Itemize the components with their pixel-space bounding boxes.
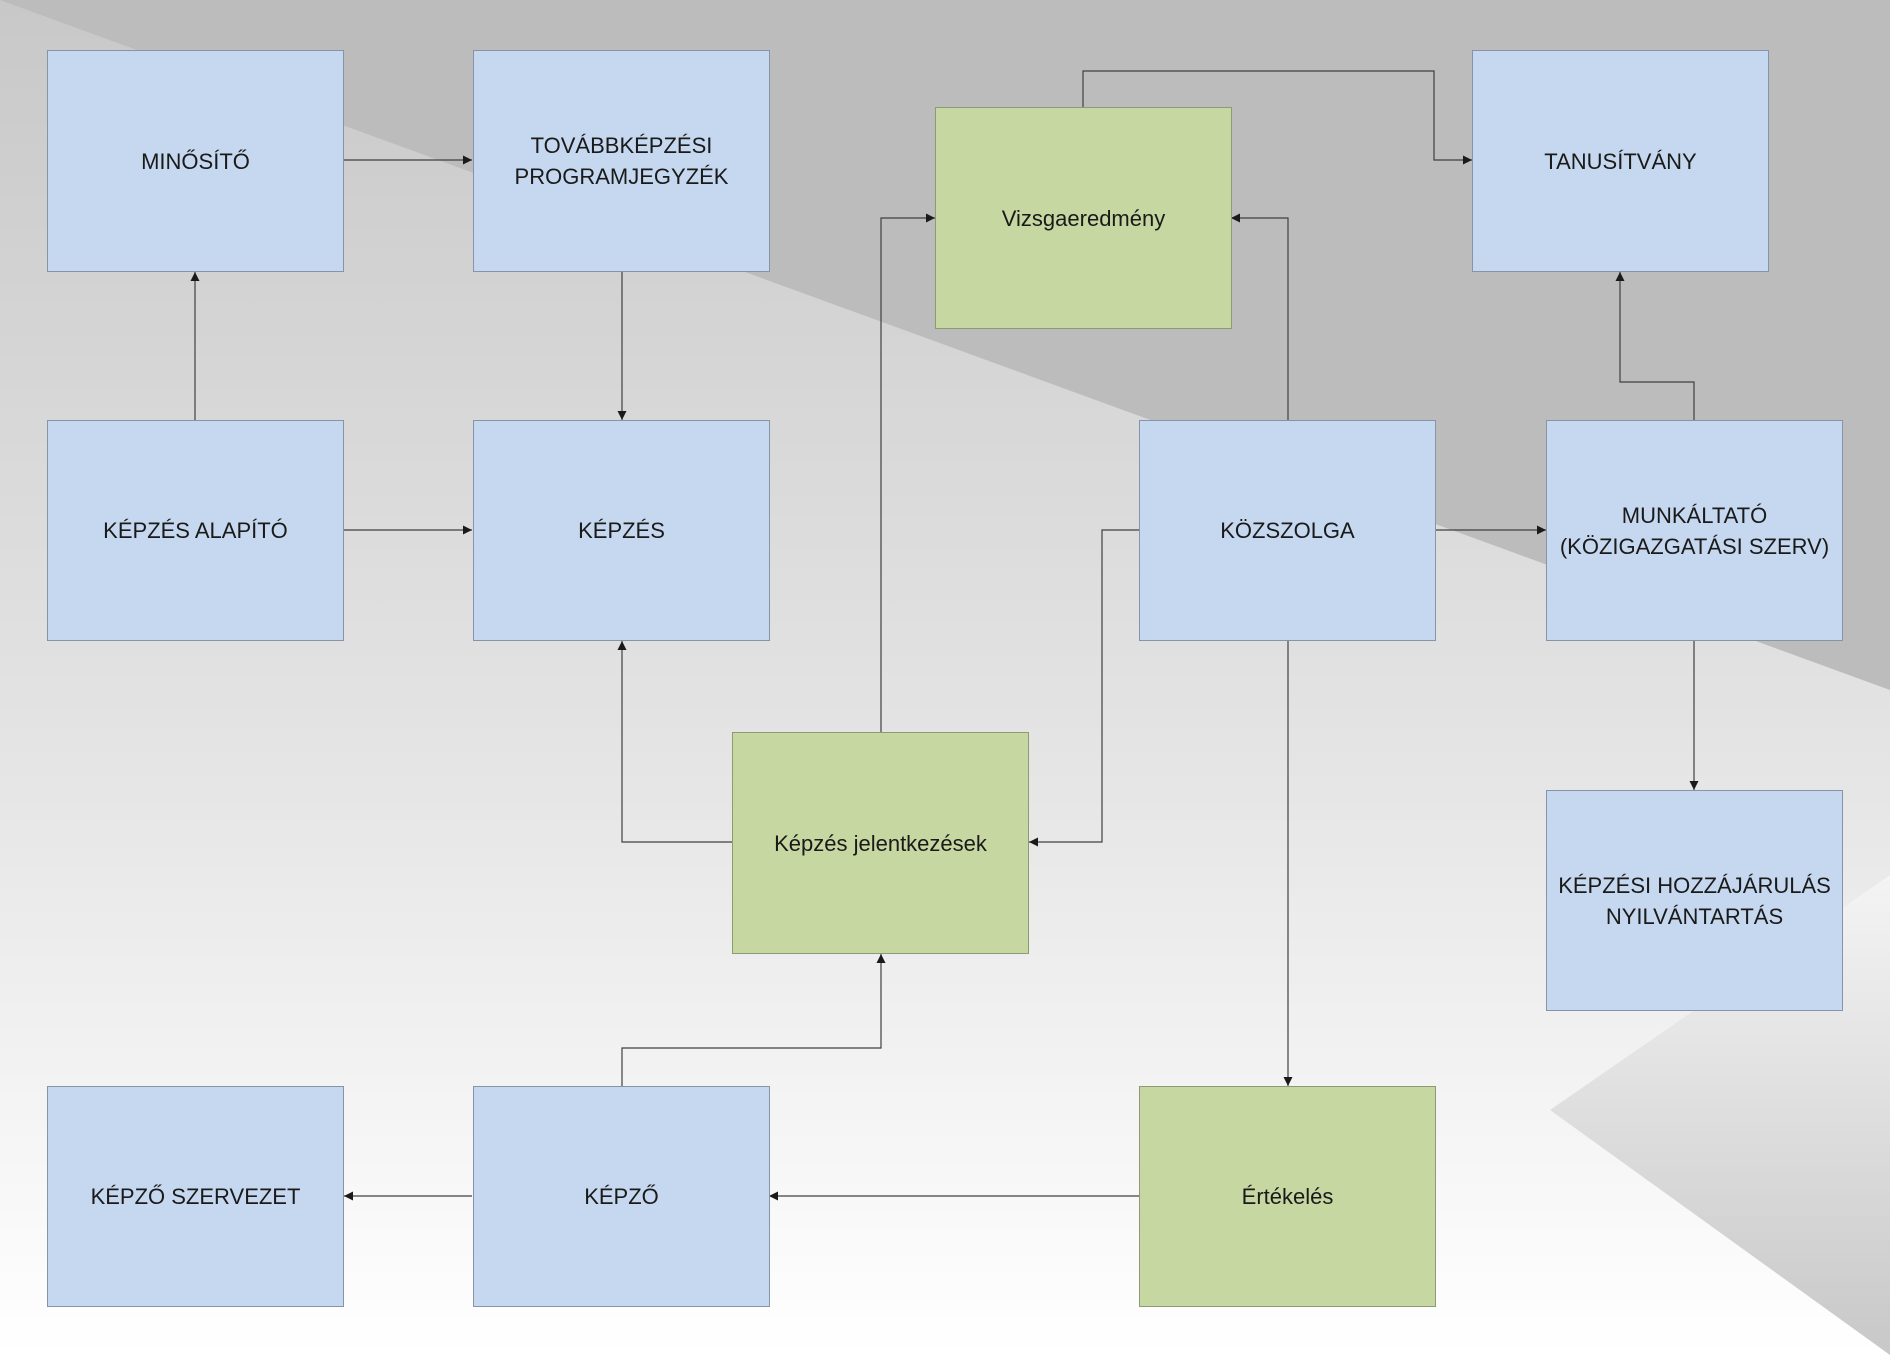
node-kozszolga[interactable]: KÖZSZOLGA [1139, 420, 1436, 641]
node-kepzo[interactable]: KÉPZŐ [473, 1086, 770, 1307]
node-vizsgaeredmeny-label: Vizsgaeredmény [1001, 205, 1166, 231]
node-minosito[interactable]: MINŐSÍTŐ [47, 50, 344, 272]
node-kepzo-szervezet-label: KÉPZŐ SZERVEZET [90, 1184, 301, 1209]
node-munkaltato-label: MUNKÁLTATÓ (KÖZIGAZGATÁSI SZERV) [1559, 502, 1830, 559]
node-kepzes-jelentkezesek-label: Képzés jelentkezések [774, 830, 987, 856]
node-tovabbkepzesi-programjegyzek[interactable]: TOVÁBBKÉPZÉSI PROGRAMJEGYZÉK [473, 50, 770, 272]
node-kepzes[interactable]: KÉPZÉS [473, 420, 770, 641]
node-munkaltato[interactable]: MUNKÁLTATÓ (KÖZIGAZGATÁSI SZERV) [1546, 420, 1843, 641]
node-kepzes-jelentkezesek[interactable]: Képzés jelentkezések [732, 732, 1029, 954]
node-minosito-label: MINŐSÍTŐ [141, 148, 250, 174]
node-vizsgaeredmeny[interactable]: Vizsgaeredmény [935, 107, 1232, 329]
node-tovabbkepzesi-programjegyzek-label: TOVÁBBKÉPZÉSI PROGRAMJEGYZÉK [514, 133, 729, 189]
node-ertekeles-label: Értékelés [1241, 1184, 1334, 1209]
node-kepzo-label: KÉPZŐ [584, 1184, 659, 1209]
node-tanusitvany-label: TANUSÍTVÁNY [1544, 148, 1697, 174]
node-kepzesi-hozzajarulas[interactable]: KÉPZÉSI HOZZÁJÁRULÁS NYILVÁNTARTÁS [1546, 790, 1843, 1011]
node-kepzo-szervezet[interactable]: KÉPZŐ SZERVEZET [47, 1086, 344, 1307]
node-kepzes-alapito-label: KÉPZÉS ALAPÍTÓ [103, 518, 288, 543]
node-kepzes-label: KÉPZÉS [578, 518, 665, 543]
node-kozszolga-label: KÖZSZOLGA [1220, 518, 1355, 543]
node-tanusitvany[interactable]: TANUSÍTVÁNY [1472, 50, 1769, 272]
node-kepzesi-hozzajarulas-label: KÉPZÉSI HOZZÁJÁRULÁS NYILVÁNTARTÁS [1558, 872, 1831, 929]
node-ertekeles[interactable]: Értékelés [1139, 1086, 1436, 1307]
node-kepzes-alapito[interactable]: KÉPZÉS ALAPÍTÓ [47, 420, 344, 641]
